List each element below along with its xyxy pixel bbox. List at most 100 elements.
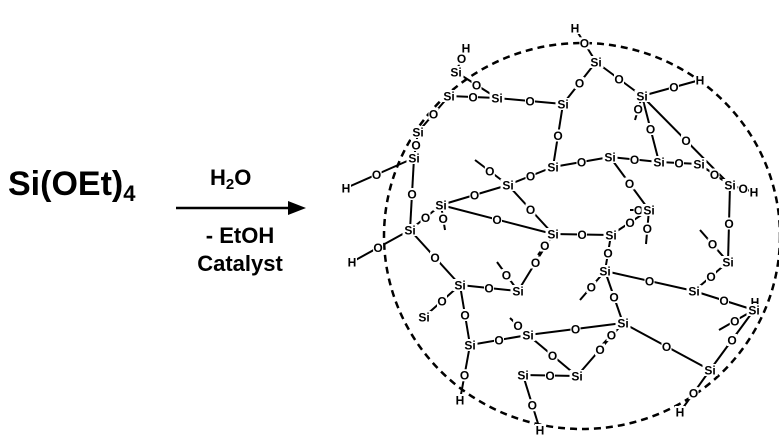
oxygen-atom-backdrop — [624, 177, 635, 190]
oxygen-atom: O — [706, 270, 715, 284]
oxygen-atom: O — [553, 129, 562, 143]
hydrogen-atom: H — [536, 423, 545, 437]
oxygen-atom-backdrop — [644, 275, 655, 287]
oxygen-atom: O — [669, 81, 678, 95]
oxygen-atom: O — [633, 103, 642, 117]
silicon-atom: Si — [512, 284, 523, 298]
oxygen-atom: O — [429, 107, 438, 121]
silicon-atom: Si — [643, 203, 654, 217]
hydrogen-atom: H — [342, 181, 351, 195]
oxygen-atom: O — [739, 182, 748, 196]
hydrogen-atom-backdrop — [749, 186, 759, 198]
oxygen-atom: O — [645, 274, 654, 288]
oxygen-atom: O — [484, 281, 493, 295]
hydrogen-atom-backdrop — [347, 256, 357, 268]
silicon-atom-backdrop — [406, 152, 422, 164]
oxygen-atom: O — [439, 212, 448, 226]
silicon-atom-backdrop — [410, 126, 426, 138]
silicon-atom-backdrop — [634, 90, 650, 102]
hydrogen-atom-backdrop — [455, 394, 465, 406]
silicon-atom: Si — [404, 223, 415, 237]
silicon-atom-backdrop — [452, 279, 468, 291]
oxygen-atom: O — [545, 369, 554, 383]
oxygen-atom-backdrop — [595, 343, 605, 356]
silicon-atom-backdrop — [641, 204, 657, 216]
silicon-atom-backdrop — [615, 317, 631, 329]
oxygen-atom: O — [502, 268, 511, 282]
silicon-atom: Si — [605, 228, 616, 242]
particle-boundary — [382, 41, 779, 431]
oxygen-atom-backdrop — [547, 349, 558, 362]
oxygen-atom-backdrop — [570, 323, 581, 335]
silicon-atom: Si — [688, 284, 699, 298]
silicon-atom: Si — [693, 157, 704, 171]
oxygen-atom: O — [689, 386, 698, 400]
oxygen-atom-backdrop — [484, 165, 495, 178]
silicon-atom-backdrop — [500, 179, 516, 191]
oxygen-atom: O — [609, 290, 618, 304]
oxygen-atom: O — [662, 340, 671, 354]
oxygen-atom-backdrop — [719, 294, 729, 307]
silicon-atom: Si — [464, 338, 475, 352]
oxygen-atom: O — [457, 52, 466, 66]
silicon-atom: Si — [653, 155, 664, 169]
oxygen-atom-backdrop — [642, 222, 653, 235]
silicon-atom-backdrop — [651, 156, 667, 168]
silicon-atom: Si — [636, 89, 647, 103]
oxygen-atom: O — [540, 239, 549, 253]
silicon-atom: Si — [547, 160, 558, 174]
oxygen-atom-backdrop — [468, 91, 478, 103]
silicon-atom-backdrop — [746, 304, 762, 316]
oxygen-atom: O — [411, 138, 420, 152]
silicon-atom-backdrop — [448, 66, 464, 78]
hydrogen-atom: H — [571, 21, 580, 35]
oxygen-atom-backdrop — [576, 156, 587, 168]
silicon-atom: Si — [408, 151, 419, 165]
oxygen-atom-backdrop — [738, 182, 749, 195]
oxygen-atom: O — [528, 399, 537, 413]
silicon-atom-backdrop — [462, 339, 478, 351]
oxygen-atom-backdrop — [586, 280, 597, 293]
oxygen-atom-backdrop — [688, 387, 699, 400]
oxygen-atom: O — [373, 241, 382, 255]
oxygen-atom-backdrop — [709, 168, 720, 181]
oxygen-atom: O — [708, 238, 717, 252]
silicon-atom-backdrop — [597, 265, 613, 277]
oxygen-atom: O — [730, 314, 739, 328]
oxygen-atom: O — [607, 328, 616, 342]
oxygen-atom-backdrop — [539, 239, 550, 252]
oxygen-atom: O — [674, 156, 683, 170]
oxygen-atom-backdrop — [527, 399, 538, 412]
oxygen-atom-backdrop — [674, 157, 684, 169]
silicon-atom: Si — [418, 310, 429, 324]
oxygen-atom: O — [525, 94, 534, 108]
oxygen-atom: O — [625, 177, 634, 191]
silicon-atom-backdrop — [489, 92, 505, 104]
oxygen-atom: O — [485, 165, 494, 179]
oxygen-atom: O — [460, 308, 469, 322]
silicon-atom-backdrop — [402, 224, 418, 236]
oxygen-atom: O — [710, 168, 719, 182]
oxygen-atom: O — [526, 169, 535, 183]
oxygen-atom: O — [575, 76, 584, 90]
oxygen-atom-backdrop — [411, 139, 421, 151]
oxygen-atom: O — [603, 246, 612, 260]
oxygen-atom: O — [531, 256, 540, 270]
silicon-atom-backdrop — [515, 369, 531, 381]
oxygen-atom-backdrop — [525, 203, 536, 216]
oxygen-atom: O — [460, 369, 469, 383]
silicon-atom-backdrop — [603, 229, 619, 241]
silicon-atom: Si — [704, 363, 715, 377]
silicon-atom-backdrop — [588, 56, 604, 68]
hydrogen-atom: H — [462, 41, 471, 55]
oxygen-atom: O — [587, 280, 596, 294]
oxygen-atom-backdrop — [629, 153, 640, 166]
oxygen-atom: O — [643, 222, 652, 236]
oxygen-atom-backdrop — [706, 270, 716, 283]
oxygen-atom-backdrop — [373, 241, 384, 254]
hydrogen-atom: H — [696, 73, 705, 87]
silicon-atom-backdrop — [555, 98, 571, 110]
oxygen-atom-backdrop — [574, 77, 585, 89]
oxygen-atom-backdrop — [456, 52, 467, 65]
hydrogen-atom-backdrop — [535, 424, 545, 436]
